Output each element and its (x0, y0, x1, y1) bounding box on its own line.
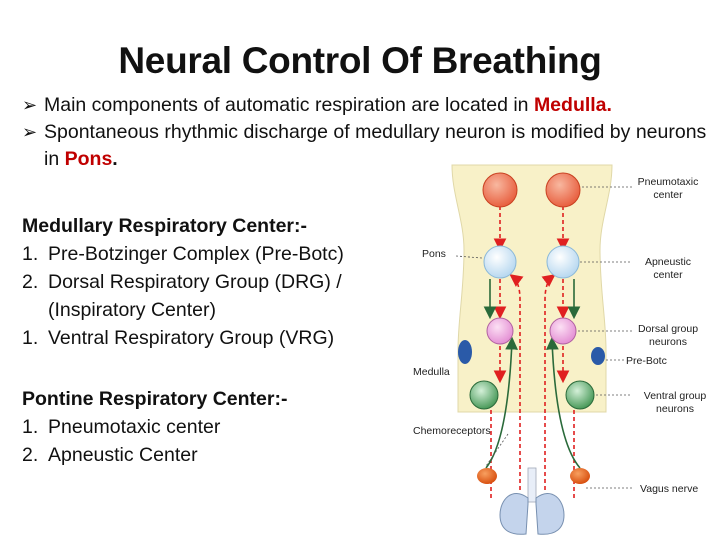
ventral-group-right (565, 380, 595, 410)
list-text: Ventral Respiratory Group (VRG) (48, 327, 335, 349)
chemoreceptor-left (477, 468, 497, 484)
bullet-text-main: Spontaneous rhythmic discharge of medull… (44, 121, 707, 170)
list-text: Apneustic Center (48, 444, 198, 466)
bullet-text-main: Main components of automatic respiration… (44, 94, 534, 116)
vagal-afferent-line (509, 274, 524, 490)
chemoreceptor-right (570, 468, 590, 484)
green-pathways (483, 279, 581, 469)
arrow-bullet-icon: ➢ (22, 122, 38, 142)
list-text: Pneumotaxic center (48, 416, 221, 438)
label-apneustic-2: center (653, 269, 683, 281)
list-item: 2. Dorsal Respiratory Group (DRG) / (22, 268, 344, 296)
trachea (527, 467, 537, 503)
list-text: Pre-Botzinger Complex (Pre-Botc) (48, 243, 344, 265)
chemoreceptor-line (545, 336, 581, 469)
chemoreceptor-line (485, 336, 519, 469)
slide-title: Neural Control Of Breathing (118, 40, 602, 81)
label-prebotc: Pre-Botc (626, 355, 667, 367)
list-number: 1. (22, 416, 39, 438)
list-item: 1. Pre-Botzinger Complex (Pre-Botc) (22, 240, 344, 268)
label-pons: Pons (422, 248, 446, 260)
list-number: 2. (22, 444, 39, 466)
lungs-icon (499, 467, 565, 535)
vagal-afferent-line (541, 274, 556, 490)
bullet-highlight: Pons (64, 148, 113, 170)
leader-line (485, 433, 509, 467)
list-number: 2. (22, 271, 39, 293)
pneumotaxic-nucleus-right (545, 172, 581, 208)
list-text: (Inspiratory Center) (48, 299, 216, 321)
bullet-highlight: Medulla. (533, 94, 612, 116)
apneustic-nucleus-left (483, 245, 517, 279)
label-vagus-nerve: Vagus nerve (640, 483, 698, 495)
prebotc-right (591, 347, 605, 365)
label-pneumotaxic-1: Pneumotaxic (638, 176, 699, 188)
label-ventral-1: Ventral group (644, 390, 707, 402)
brainstem-shape (451, 164, 613, 413)
pneumotaxic-nucleus-left (482, 172, 518, 208)
list-text: Dorsal Respiratory Group (DRG) / (48, 271, 342, 293)
label-dorsal-2: neurons (649, 336, 687, 348)
label-apneustic-1: Apneustic (645, 256, 691, 268)
pontine-heading: Pontine Respiratory Center:- (22, 388, 288, 410)
bullet-text: Spontaneous rhythmic discharge of medull… (44, 119, 712, 173)
leader-lines (455, 186, 632, 489)
list-item: 1. Pneumotaxic center (22, 413, 287, 441)
list-item: 2. Apneustic Center (22, 441, 287, 469)
label-dorsal-1: Dorsal group (638, 323, 698, 335)
medullary-section: Medullary Respiratory Center:- 1. Pre-Bot… (22, 212, 344, 352)
bullet-list: ➢ Main components of automatic respirati… (22, 92, 712, 173)
list-item: (Inspiratory Center) (22, 296, 344, 324)
apneustic-nucleus-right (546, 245, 580, 279)
prebotc-left (458, 340, 472, 364)
label-ventral-2: neurons (656, 403, 694, 415)
right-lung (535, 492, 565, 535)
red-dashed-pathways (490, 206, 575, 500)
list-item: 1. Ventral Respiratory Group (VRG) (22, 324, 344, 352)
ventral-group-left (469, 380, 499, 410)
dorsal-group-left (486, 317, 514, 345)
dorsal-group-right (549, 317, 577, 345)
bullet-tail: . (112, 148, 118, 170)
pontine-section: Pontine Respiratory Center:- 1. Pneumotax… (22, 385, 287, 469)
list-number: 1. (22, 243, 39, 265)
arrow-bullet-icon: ➢ (22, 95, 38, 115)
left-lung (499, 492, 529, 535)
label-medulla: Medulla (413, 366, 450, 378)
list-number: 1. (22, 327, 39, 349)
medullary-heading: Medullary Respiratory Center:- (22, 215, 307, 237)
label-pneumotaxic-2: center (653, 189, 683, 201)
bullet-text: Main components of automatic respiration… (44, 92, 612, 119)
bullet-item: ➢ Main components of automatic respirati… (22, 92, 712, 119)
label-chemoreceptors: Chemoreceptors (413, 425, 491, 437)
leader-line (455, 255, 483, 259)
bullet-item: ➢ Spontaneous rhythmic discharge of medu… (22, 119, 712, 173)
